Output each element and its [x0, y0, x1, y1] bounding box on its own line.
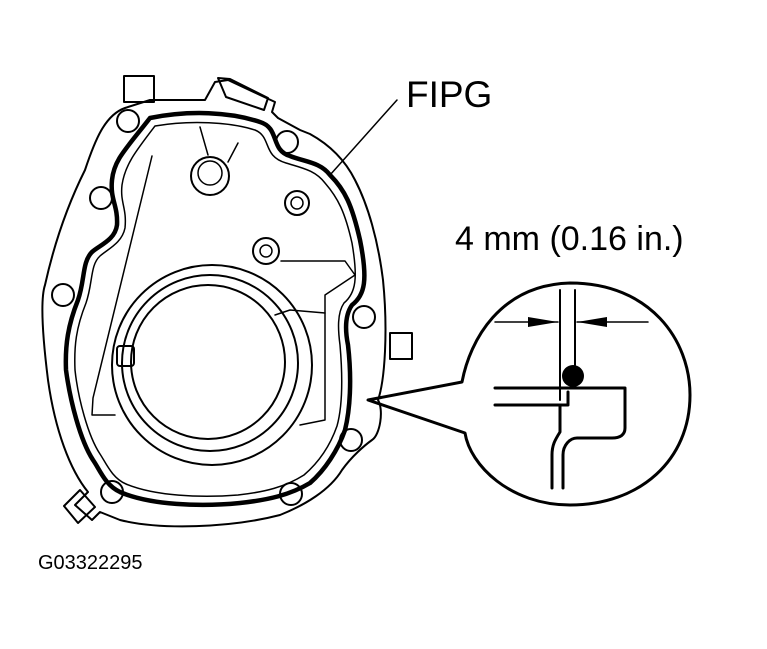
bore-key — [116, 345, 135, 367]
mount-tab-top — [123, 75, 155, 103]
mount-tab-bottom — [63, 489, 96, 524]
boss-inner — [197, 160, 223, 186]
rib — [91, 155, 356, 416]
bead-width-label: 4 mm (0.16 in.) — [455, 220, 684, 258]
fipg-sealant-bead — [63, 110, 367, 508]
mount-tab-right — [389, 332, 413, 360]
detail-magnifier-outline — [366, 281, 692, 507]
rib-right — [274, 309, 326, 426]
bore-ring — [121, 274, 299, 452]
small-boss — [252, 237, 280, 265]
bore-outer — [111, 264, 313, 466]
bore-inner — [130, 284, 286, 440]
flange-inner-line — [74, 121, 357, 497]
bolt-hole — [116, 109, 140, 133]
fipg-bead-section — [562, 365, 584, 387]
fipg-label: FIPG — [406, 74, 493, 115]
bolt-hole — [279, 482, 303, 506]
bolt-hole — [352, 305, 376, 329]
bolt-hole — [339, 428, 363, 452]
fipg-leader-line — [329, 99, 398, 176]
bolt-hole — [100, 480, 124, 504]
arrowhead-left — [528, 317, 558, 327]
flange-section-upper — [493, 386, 627, 490]
mount-tab-angled — [217, 77, 269, 111]
bolt-hole — [275, 130, 299, 154]
small-boss-hole — [290, 196, 304, 210]
bolt-hole — [89, 186, 113, 210]
small-boss — [284, 190, 310, 216]
housing-outline — [41, 79, 387, 528]
bolt-hole — [51, 283, 75, 307]
arrowhead-right — [577, 317, 607, 327]
small-boss-hole — [259, 244, 273, 258]
boss-arm — [199, 126, 239, 163]
figure-id-label: G03322295 — [38, 552, 143, 574]
flange-section-lower — [493, 390, 570, 490]
boss-outer — [190, 156, 230, 196]
